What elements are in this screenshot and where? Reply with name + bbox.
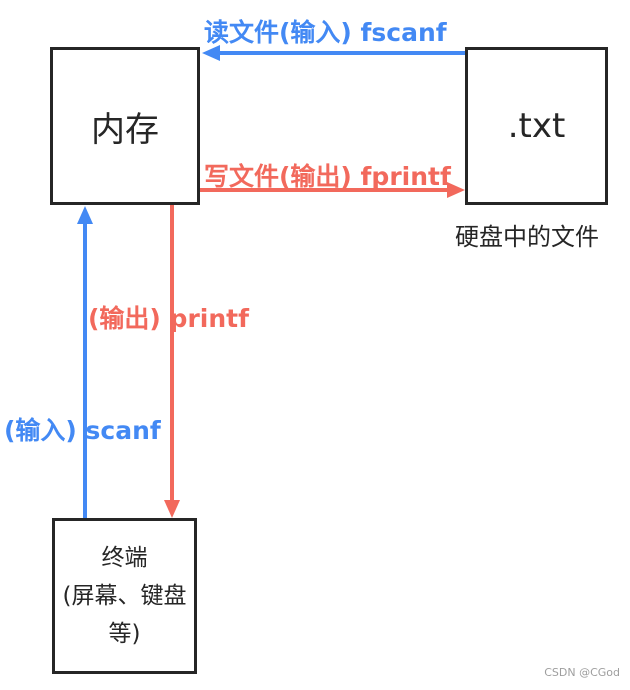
terminal-node-label-line3: 等) (108, 621, 141, 647)
fprintf-arrowhead-right-icon (447, 182, 465, 198)
scanf-arrowhead-up-icon (77, 206, 93, 224)
scanf-arrow-label: (输入) scanf (4, 416, 161, 445)
fscanf-arrowhead-left-icon (202, 45, 220, 61)
file-node-label: .txt (507, 106, 566, 146)
terminal-node: 终端 (屏幕、键盘 等) (52, 518, 197, 674)
memory-node-label: 内存 (91, 109, 159, 150)
printf-arrowhead-down-icon (164, 500, 180, 518)
terminal-node-label-line1: 终端 (101, 545, 148, 571)
file-node-caption: 硬盘中的文件 (455, 223, 599, 251)
scanf-arrow-line (83, 223, 87, 518)
watermark: CSDN @CGod (544, 666, 620, 679)
memory-node: 内存 (50, 47, 200, 205)
fprintf-arrow-label: 写文件(输出) fprintf (204, 162, 451, 191)
fscanf-arrow-line (219, 51, 465, 55)
file-node: .txt (465, 47, 608, 205)
fscanf-arrow-label: 读文件(输入) fscanf (204, 18, 447, 47)
printf-arrow-line (170, 205, 174, 501)
fprintf-arrow-line (200, 188, 449, 192)
terminal-node-label-line2: (屏幕、键盘 (62, 583, 187, 609)
printf-arrow-label: (输出) printf (88, 304, 249, 333)
